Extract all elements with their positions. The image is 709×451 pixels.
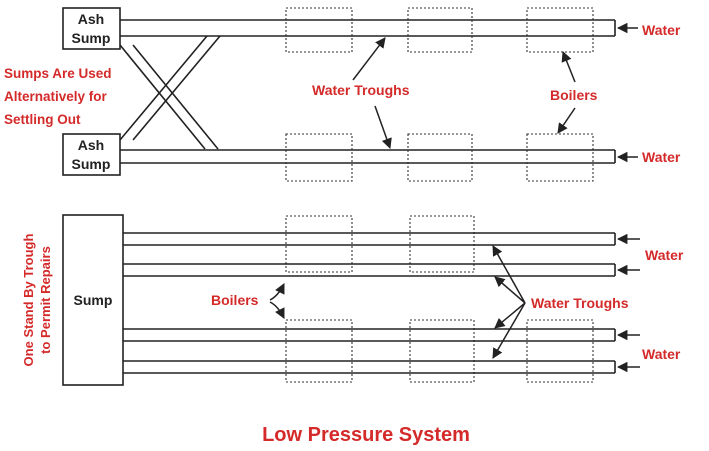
arrow-water-troughs-2 xyxy=(494,276,526,304)
boilers-top-label: Boilers xyxy=(550,87,598,103)
water-label-4: Water xyxy=(642,346,681,362)
boiler-mid-3 xyxy=(526,133,594,182)
arrow-boilers-top-down xyxy=(557,107,576,134)
crossing-channels xyxy=(119,35,221,150)
arrow-boilers-bottom-up xyxy=(269,283,285,301)
boiler-bottom-3 xyxy=(285,319,353,383)
standby-line-1: One Stand By Trough xyxy=(21,233,36,366)
standby-line-2: to Permit Repairs xyxy=(38,246,53,354)
arrow-boilers-bottom-down xyxy=(269,301,285,319)
diagram-title: Low Pressure System xyxy=(262,424,470,446)
arrow-water-troughs-top-down xyxy=(374,105,392,149)
ash-sump-top-label-1: Ash xyxy=(78,11,104,27)
boiler-mid-1 xyxy=(285,133,353,182)
water-label-3: Water xyxy=(645,247,684,263)
ash-sump-bottom-label-1: Ash xyxy=(78,137,104,153)
water-troughs-bottom-label: Water Troughs xyxy=(531,295,629,311)
water-troughs-top-label: Water Troughs xyxy=(312,82,410,98)
boiler-top-1 xyxy=(285,7,353,53)
ash-sump-bottom-label-2: Sump xyxy=(72,156,111,172)
top-trough-pipes xyxy=(120,19,616,37)
boiler-top-3 xyxy=(526,7,594,53)
ash-sump-bottom xyxy=(62,133,121,176)
arrow-water-troughs-top-up xyxy=(352,37,386,81)
boiler-bottom-4 xyxy=(409,319,475,383)
boiler-bottom-1 xyxy=(285,215,353,273)
boiler-bottom-2 xyxy=(409,215,475,273)
boiler-top-2 xyxy=(407,7,473,53)
boiler-mid-2 xyxy=(407,133,473,182)
arrow-water-troughs-1 xyxy=(492,245,526,304)
sump-label: Sump xyxy=(74,292,113,308)
note-line-2: Alternatively for xyxy=(4,89,108,104)
ash-sump-top-label-2: Sump xyxy=(72,30,111,46)
boiler-bottom-5 xyxy=(526,319,594,383)
ash-sump-top xyxy=(62,7,121,50)
sump-box xyxy=(62,214,124,386)
arrow-boilers-top-up xyxy=(561,51,576,83)
arrow-water-troughs-3 xyxy=(494,302,526,329)
middle-trough-pipes xyxy=(120,149,616,164)
boilers-bottom-label: Boilers xyxy=(211,292,259,308)
water-label-1: Water xyxy=(642,22,681,38)
upper-trough-pipes xyxy=(123,232,616,277)
lower-trough-pipes xyxy=(123,328,616,374)
note-line-3: Settling Out xyxy=(4,112,81,127)
note-line-1: Sumps Are Used xyxy=(4,66,112,81)
water-label-2: Water xyxy=(642,149,681,165)
arrow-water-troughs-4 xyxy=(492,302,526,359)
